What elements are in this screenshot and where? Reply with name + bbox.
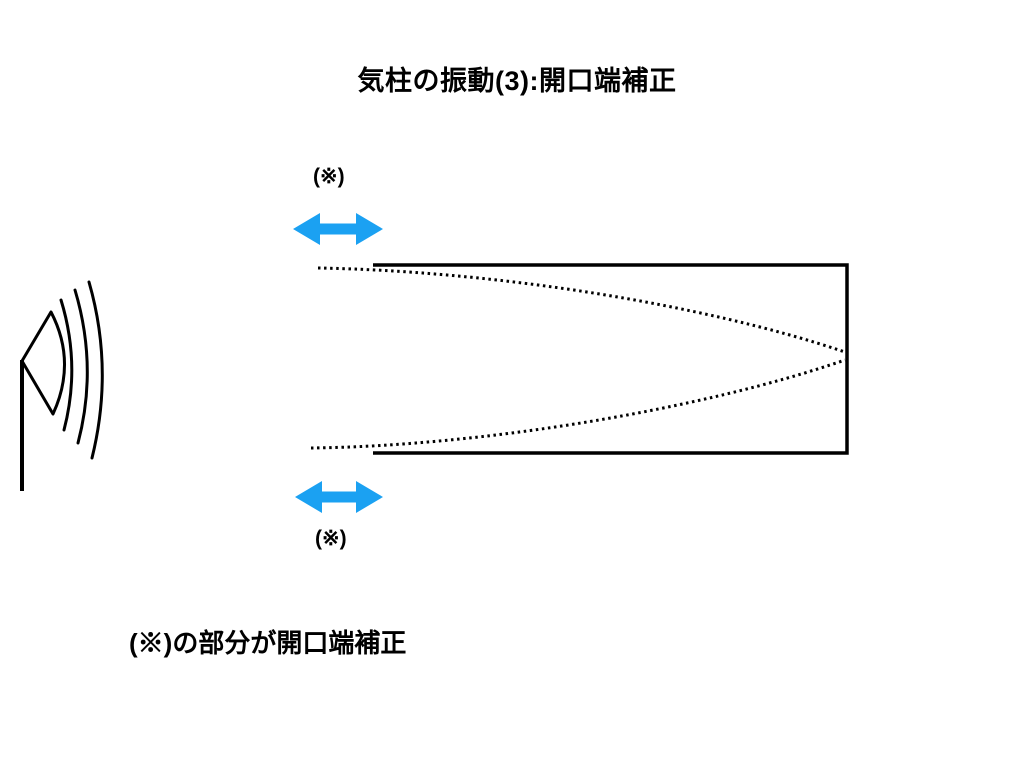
standing-wave-envelope bbox=[310, 266, 846, 450]
sound-wave-arc-middle bbox=[73, 288, 89, 445]
caption: (※)の部分が開口端補正 bbox=[129, 628, 407, 658]
air-column-tube bbox=[373, 263, 849, 455]
speaker-cone bbox=[20, 310, 66, 416]
envelope-curve-bottom bbox=[310, 358, 846, 450]
correction-arrow-top-icon bbox=[293, 213, 383, 245]
sound-wave-arc-inner bbox=[59, 298, 74, 432]
page-title: 気柱の振動(3):開口端補正 bbox=[357, 66, 677, 96]
correction-arrow-bottom-icon bbox=[295, 481, 383, 513]
speaker-icon bbox=[20, 280, 104, 491]
correction-label-bottom: (※) bbox=[315, 527, 347, 550]
correction-label-top: (※) bbox=[313, 165, 345, 188]
envelope-curve-top bbox=[317, 266, 846, 354]
sound-wave-arc-outer bbox=[87, 280, 104, 460]
